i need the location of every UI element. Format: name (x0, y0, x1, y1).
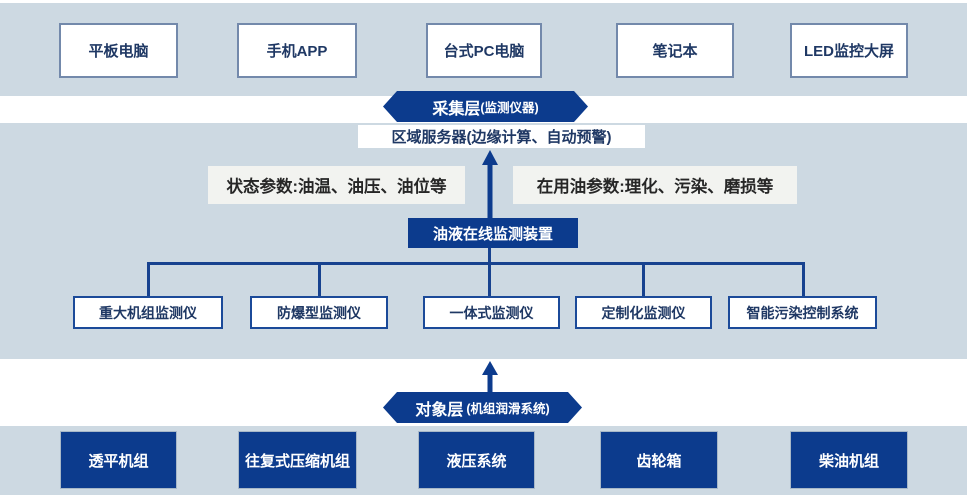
up-arrow-icon (482, 361, 498, 392)
connector-drop-3 (488, 262, 491, 296)
connector-horizontal (147, 262, 805, 265)
equipment-box-reciprocating-compressor: 往复式压缩机组 (238, 431, 357, 489)
regional-server-box: 区域服务器(边缘计算、自动预警) (358, 125, 645, 148)
terminal-box-led-screen: LED监控大屏 (790, 23, 908, 78)
collection-layer-title: 采集层 (432, 100, 481, 118)
equipment-box-hydraulic-system: 液压系统 (418, 431, 535, 489)
monitor-box-major-unit: 重大机组监测仪 (73, 296, 223, 329)
equipment-box-gearbox: 齿轮箱 (600, 431, 718, 489)
connector-drop-2 (318, 262, 321, 296)
terminal-box-mobile-app: 手机APP (237, 23, 357, 78)
equipment-box-diesel-unit: 柴油机组 (790, 431, 908, 489)
terminal-box-desktop-pc: 台式PC电脑 (426, 23, 542, 78)
connector-drop-1 (147, 262, 150, 296)
connector-stem (488, 248, 491, 263)
terminal-box-tablet: 平板电脑 (59, 23, 178, 78)
monitor-box-smart-pollution-control: 智能污染控制系统 (728, 296, 877, 329)
status-parameters-label: 状态参数:油温、油压、油位等 (208, 166, 465, 204)
object-layer-banner: 对象层(机组润滑系统) (383, 392, 582, 423)
object-layer-title: 对象层 (415, 401, 464, 419)
monitor-box-explosion-proof: 防爆型监测仪 (250, 296, 388, 329)
connector-drop-4 (642, 262, 645, 296)
collection-layer-subtitle: (监测仪器) (480, 101, 539, 115)
object-layer-subtitle: (机组润滑系统) (466, 402, 550, 416)
monitor-box-customized: 定制化监测仪 (575, 296, 712, 329)
terminal-box-laptop: 笔记本 (616, 23, 734, 78)
monitor-box-all-in-one: 一体式监测仪 (423, 296, 560, 329)
equipment-box-turbine-unit: 透平机组 (60, 431, 177, 489)
connector-drop-5 (802, 262, 805, 296)
up-arrow-icon (482, 150, 498, 218)
in-use-oil-parameters-label: 在用油参数:理化、污染、磨损等 (513, 166, 797, 204)
collection-layer-banner: 采集层(监测仪器) (383, 91, 588, 122)
oil-online-monitoring-device-box: 油液在线监测装置 (408, 218, 578, 248)
